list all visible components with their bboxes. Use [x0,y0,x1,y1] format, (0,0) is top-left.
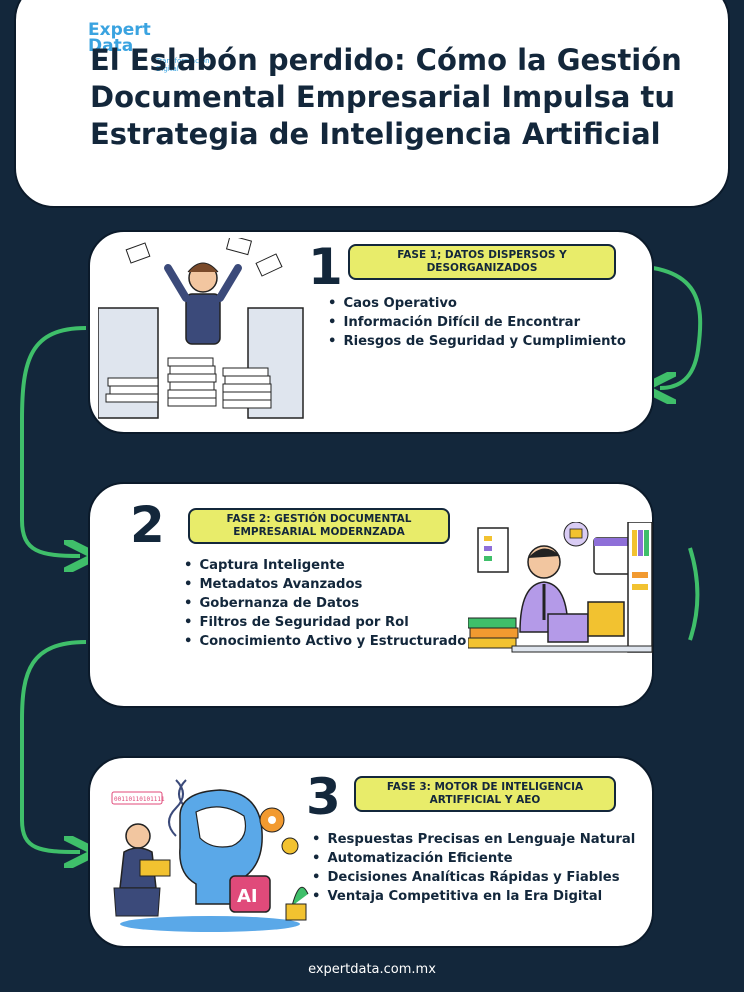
header-card: Expert Data Transformación Digital El Es… [14,0,730,208]
footer-url: expertdata.com.mx [308,962,436,977]
list-item: Conocimiento Activo y Estructurado [184,632,466,651]
ai-brain-illustration: 00110110101111 AI [111,779,309,932]
phase-2-label-line2: EMPRESARIAL MODERNZADA [233,526,405,538]
phase-number-2: 2 [130,496,165,554]
phase-3-bullets: Respuestas Precisas en Lenguaje Natural … [312,830,635,906]
list-item: Ventaja Competitiva en la Era Digital [312,887,635,906]
list-item: Respuestas Precisas en Lenguaje Natural [312,830,635,849]
logo-tagline: Transformación Digital [156,57,210,73]
list-item: Información Difícil de Encontrar [328,313,626,332]
list-item: Gobernanza de Datos [184,594,466,613]
list-item: Decisiones Analíticas Rápidas y Fiables [312,868,635,887]
ai-badge: AI [237,886,258,907]
phase-2-label-line1: FASE 2: GESTIÓN DOCUMENTAL [226,513,412,525]
phase-1-label-line2: DESORGANIZADOS [426,262,538,274]
arrow-left-to-3 [20,640,86,852]
list-item: Filtros de Seguridad por Rol [184,613,466,632]
list-item: Captura Inteligente [184,556,466,575]
binary-label: 00110110101111 [114,796,165,803]
expert-data-logo: Expert Data Transformación Digital [88,20,210,74]
phase-1-bullets: Caos Operativo Información Difícil de En… [328,294,626,351]
phase-2-bullets: Captura Inteligente Metadatos Avanzados … [184,556,466,651]
phase-3-card: 00110110101111 AI 3 FASE 3: MOTOR DE INT… [88,756,654,948]
page-title: El Eslabón perdido: Cómo la Gestión Docu… [90,43,682,151]
logo-word-2: Data [88,36,134,56]
list-item: Automatización Eficiente [312,849,635,868]
phase-1-label-line1: FASE 1; DATOS DISPERSOS Y [397,249,567,261]
arrow-left-to-2 [20,326,86,556]
phase-number-1: 1 [308,238,343,296]
phase-3-label-line1: FASE 3: MOTOR DE INTELIGENCIA [386,781,584,793]
scattered-papers-illustration [98,238,304,419]
list-item: Riesgos de Seguridad y Cumplimiento [328,332,625,351]
document-management-illustration [468,522,653,653]
list-item: Metadatos Avanzados [184,575,466,594]
arrow-1-to-right [611,263,703,388]
arrow-2-right [688,547,700,641]
logo-word-1: Expert [88,20,151,40]
list-item: Caos Operativo [328,294,626,313]
phase-number-3: 3 [306,768,341,826]
phase-3-label-line2: ARTIFFICIAL Y AEO [429,794,541,806]
